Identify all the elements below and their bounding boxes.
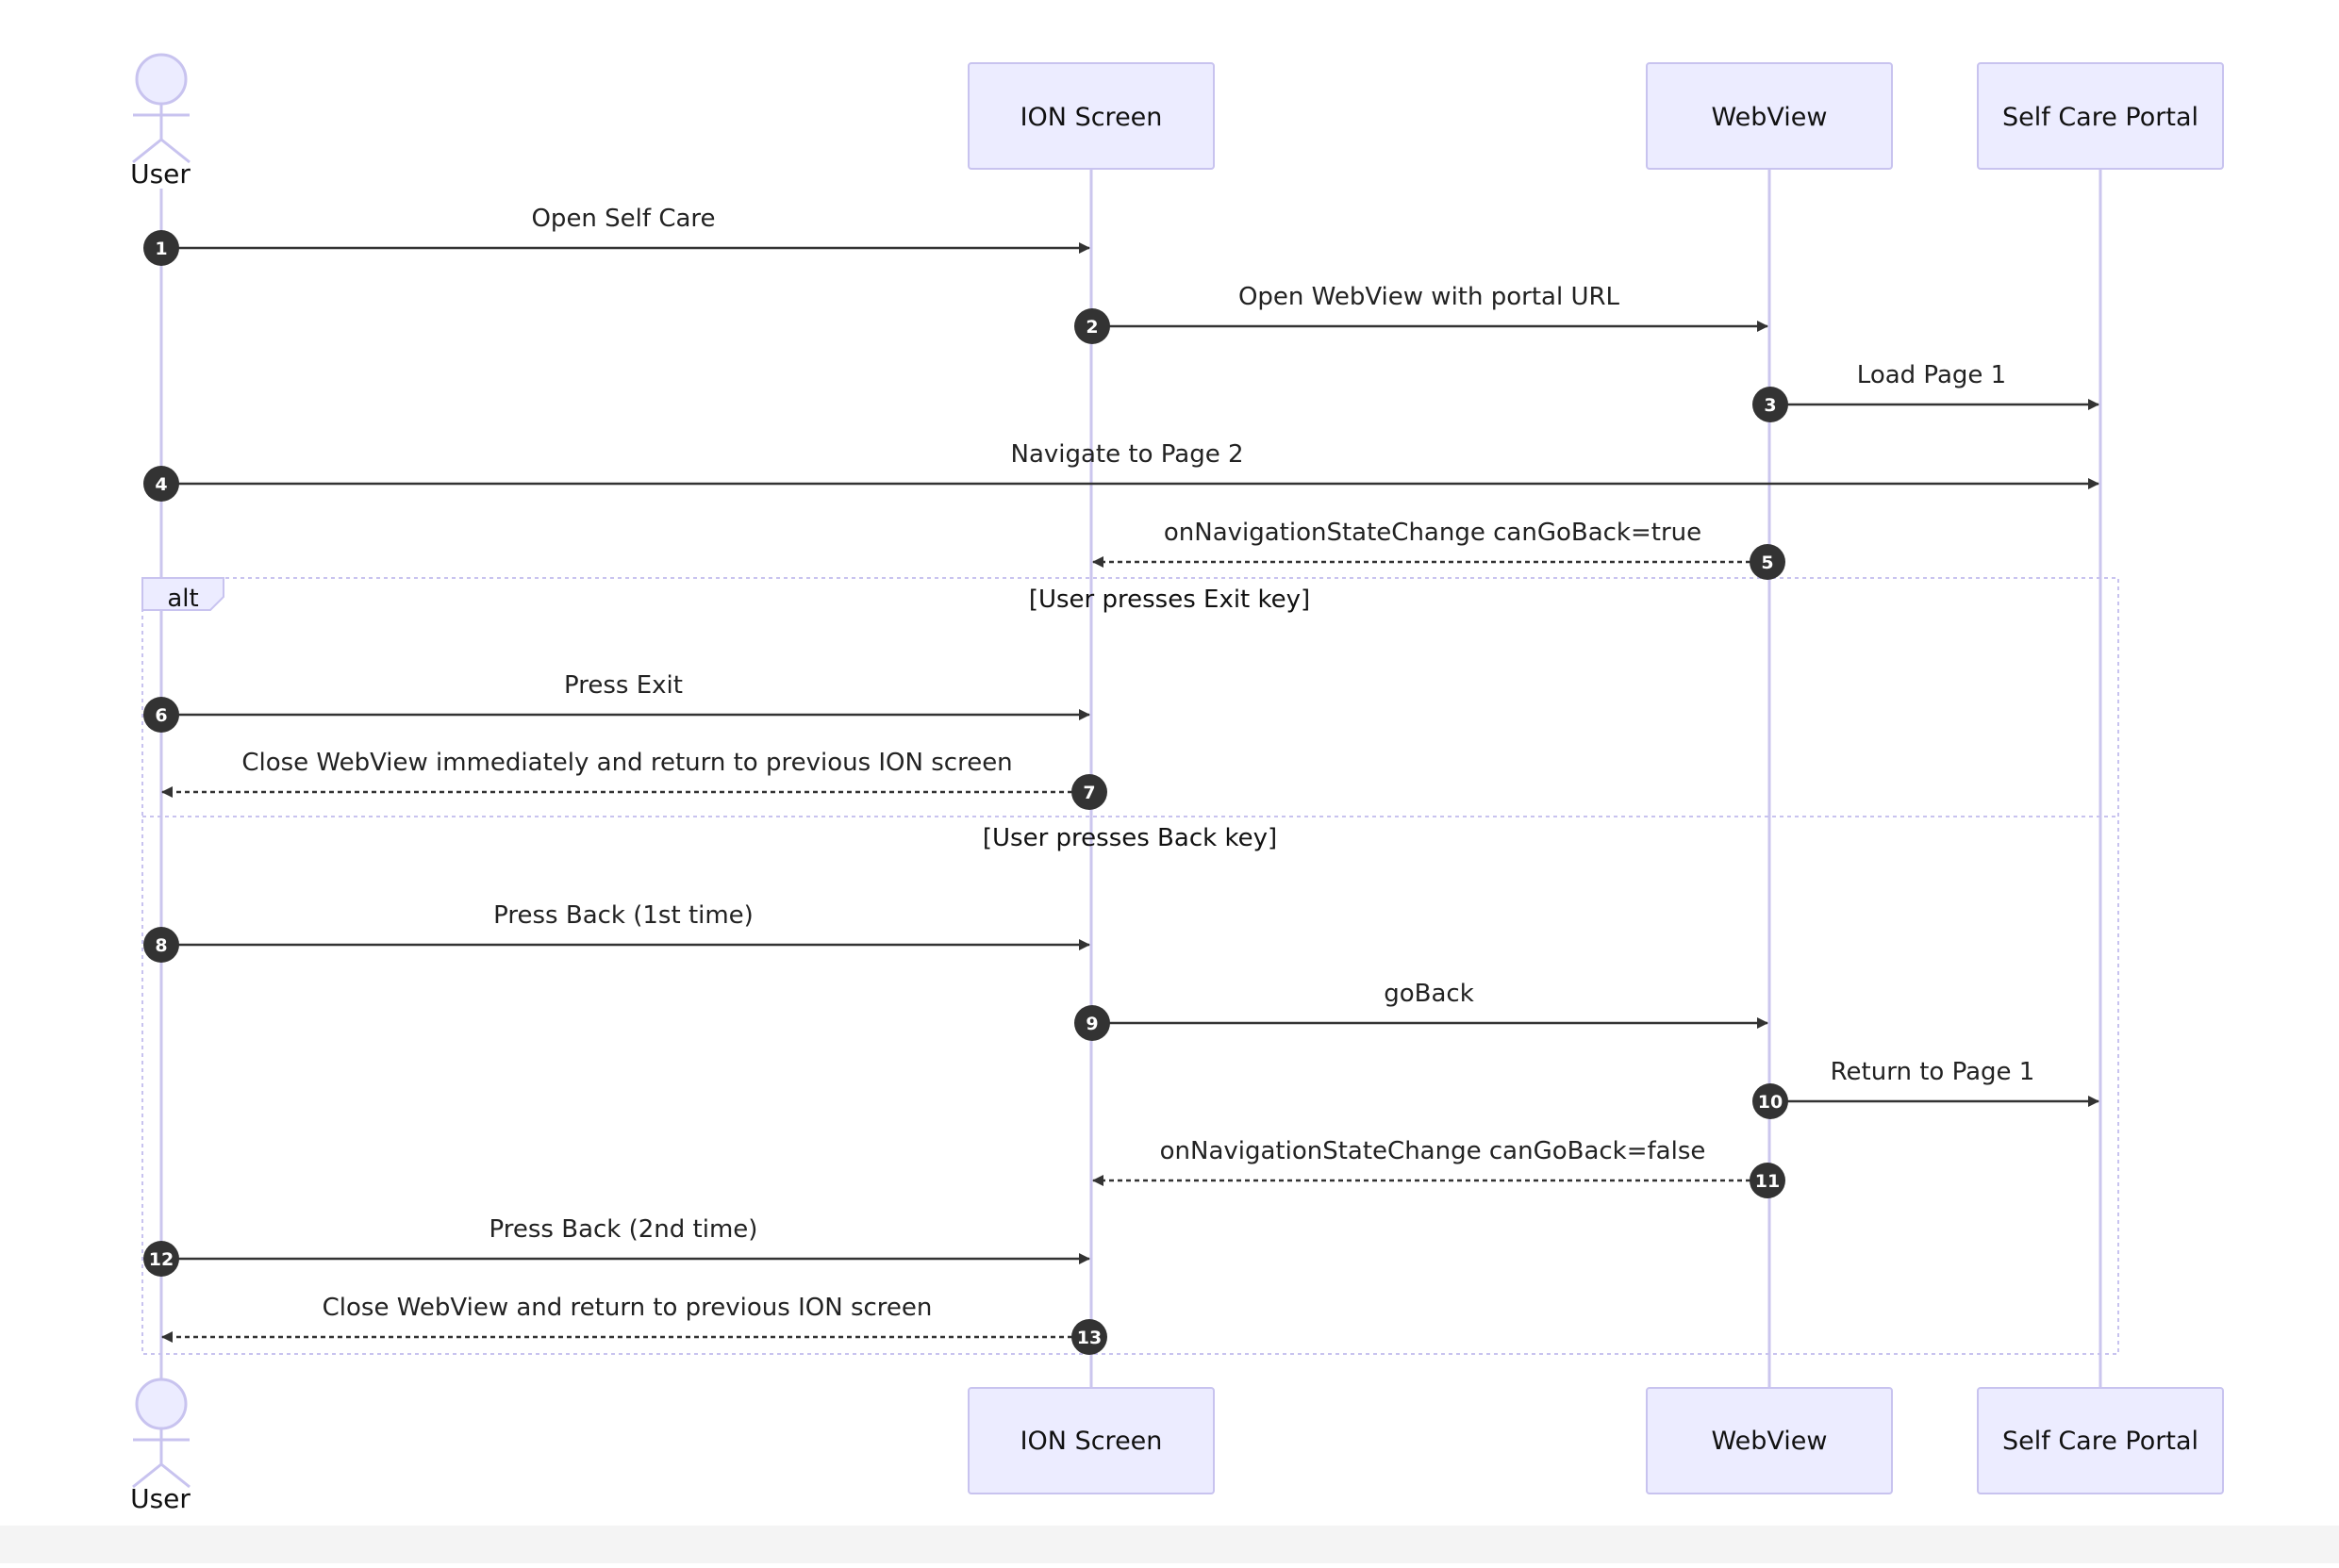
message-label: Close WebView immediately and return to … — [241, 749, 1012, 777]
actor-leg-right — [160, 138, 191, 164]
message-10: 10 Return to Page 1 — [1752, 1058, 2099, 1119]
alt-block: alt [User presses Exit key] [User presse… — [141, 577, 2119, 1355]
alt-condition-exit: [User presses Exit key] — [1029, 586, 1310, 614]
participant-box — [968, 62, 1215, 170]
sequence-number: 10 — [1758, 1092, 1783, 1113]
sequence-number-badge — [143, 1241, 179, 1277]
sequence-number-badge — [1752, 1083, 1788, 1119]
actor-leg-left — [132, 1462, 162, 1489]
sequence-number-badge — [143, 697, 179, 733]
sequence-number: 7 — [1083, 783, 1095, 803]
sequence-number-badge — [1752, 387, 1788, 422]
actor-leg-right — [160, 1462, 191, 1489]
message-label: Navigate to Page 2 — [1011, 440, 1244, 469]
sequence-number: 3 — [1764, 395, 1776, 416]
participant-label: ION Screen — [1020, 1427, 1163, 1456]
sequence-number-badge — [143, 466, 179, 502]
message-label: Open Self Care — [531, 205, 715, 233]
participant-box — [1646, 1387, 1893, 1494]
participant-label: Self Care Portal — [2002, 103, 2198, 132]
message-1: 1 Open Self Care — [143, 205, 1090, 266]
sequence-number-badge — [143, 230, 179, 266]
alt-frame — [141, 577, 2119, 1355]
message-8: 8 Press Back (1st time) — [143, 901, 1090, 963]
message-label: Press Back (1st time) — [493, 901, 754, 930]
message-label: Press Exit — [564, 671, 683, 700]
sequence-number: 5 — [1761, 553, 1773, 573]
actor-label: User — [130, 158, 191, 190]
message-label: Open WebView with portal URL — [1238, 283, 1620, 311]
participant-user-top: User — [130, 53, 191, 190]
participant-webview-top: WebView — [1646, 62, 1893, 170]
participant-label: WebView — [1712, 1427, 1828, 1456]
alt-condition-back: [User presses Back key] — [983, 824, 1277, 852]
message-6: 6 Press Exit — [143, 671, 1090, 733]
message-label: Press Back (2nd time) — [489, 1215, 758, 1244]
message-label: goBack — [1384, 980, 1474, 1008]
message-5: 5 onNavigationStateChange canGoBack=true — [1092, 519, 1785, 580]
message-3: 3 Load Page 1 — [1752, 361, 2099, 422]
message-2: 2 Open WebView with portal URL — [1074, 283, 1768, 344]
participant-self-care-portal-top: Self Care Portal — [1977, 62, 2224, 170]
message-label: onNavigationStateChange canGoBack=true — [1164, 519, 1701, 547]
actor-head — [135, 1378, 188, 1430]
participant-webview-bottom: WebView — [1646, 1387, 1893, 1494]
participant-self-care-portal-bottom: Self Care Portal — [1977, 1387, 2224, 1494]
participant-ion-screen-top: ION Screen — [968, 62, 1215, 170]
message-label: Return to Page 1 — [1831, 1058, 2035, 1086]
alt-keyword-tab — [141, 577, 224, 611]
participant-label: ION Screen — [1020, 103, 1163, 132]
alt-keyword: alt — [167, 585, 198, 613]
message-4: 4 Navigate to Page 2 — [143, 440, 2099, 502]
sequence-number: 13 — [1077, 1328, 1102, 1348]
participant-label: Self Care Portal — [2002, 1427, 2198, 1456]
message-label: Load Page 1 — [1857, 361, 2006, 389]
actor-label: User — [130, 1483, 191, 1514]
message-11: 11 onNavigationStateChange canGoBack=fal… — [1092, 1137, 1785, 1198]
message-9: 9 goBack — [1074, 980, 1768, 1041]
participant-user-bottom: User — [130, 1378, 191, 1514]
actor-head — [135, 53, 188, 106]
sequence-number: 12 — [149, 1249, 174, 1270]
participant-box — [1977, 1387, 2224, 1494]
sequence-number: 4 — [155, 474, 167, 495]
sequence-number-badge — [1750, 544, 1785, 580]
footer-bar — [0, 1526, 2339, 1563]
sequence-number: 11 — [1755, 1171, 1780, 1192]
sequence-number-badge — [1750, 1163, 1785, 1198]
message-7: 7 Close WebView immediately and return t… — [161, 749, 1107, 810]
message-label: Close WebView and return to previous ION… — [323, 1294, 933, 1322]
participant-box — [968, 1387, 1215, 1494]
sequence-number: 9 — [1086, 1014, 1098, 1034]
sequence-number-badge — [1071, 774, 1107, 810]
sequence-number-badge — [1074, 1005, 1110, 1041]
sequence-number: 6 — [155, 705, 167, 726]
sequence-number-badge — [143, 927, 179, 963]
message-13: 13 Close WebView and return to previous … — [161, 1294, 1107, 1355]
actor-leg-left — [132, 138, 162, 164]
sequence-number: 1 — [155, 239, 167, 259]
participant-box — [1977, 62, 2224, 170]
participant-ion-screen-bottom: ION Screen — [968, 1387, 1215, 1494]
message-label: onNavigationStateChange canGoBack=false — [1160, 1137, 1706, 1165]
participant-box — [1646, 62, 1893, 170]
participant-label: WebView — [1712, 103, 1828, 132]
sequence-number: 8 — [155, 935, 167, 956]
sequence-number-badge — [1071, 1319, 1107, 1355]
sequence-number: 2 — [1086, 317, 1098, 338]
sequence-number-badge — [1074, 308, 1110, 344]
message-12: 12 Press Back (2nd time) — [143, 1215, 1090, 1277]
